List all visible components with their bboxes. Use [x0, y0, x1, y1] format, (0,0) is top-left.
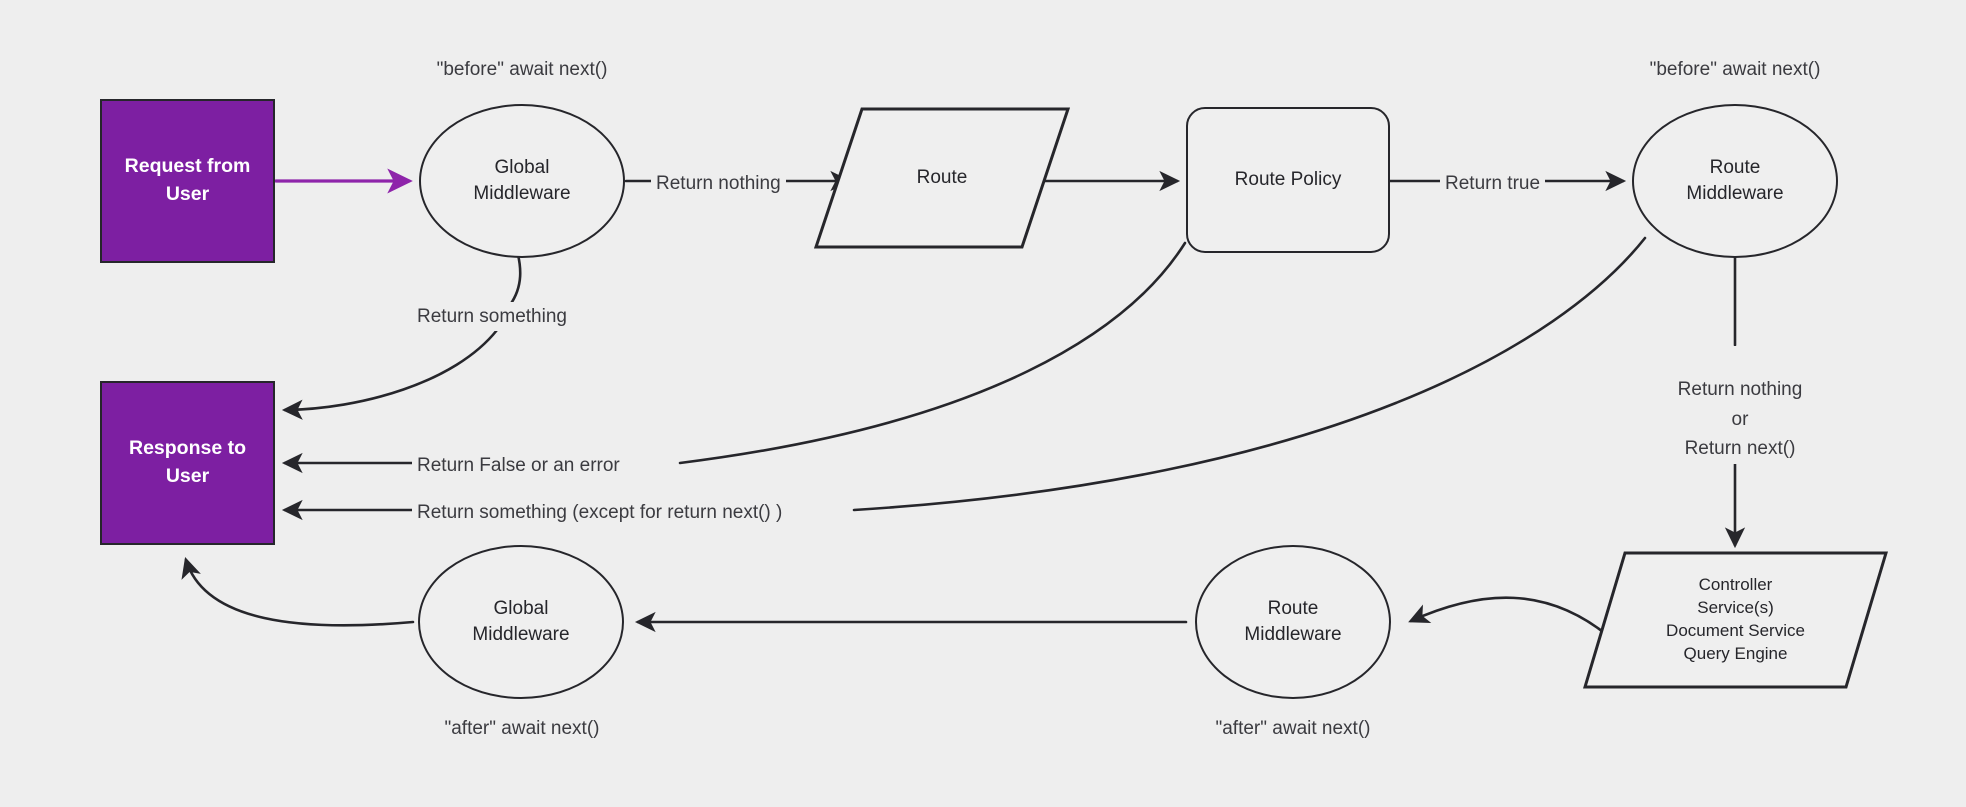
node-global-middleware-after[interactable]: Global Middleware	[418, 545, 624, 699]
controller-parallelogram-shape	[1583, 551, 1888, 689]
edge-label-return-nothing-text: Return nothing	[656, 173, 781, 194]
edge-label-return-true-text: Return true	[1445, 173, 1541, 194]
node-response-to-user[interactable]: Response to User	[100, 381, 275, 545]
node-route-label: Route	[916, 167, 968, 189]
node-request-from-user[interactable]: Request from User	[100, 99, 275, 263]
annotation-after-global-middleware: "after" await next()	[418, 718, 626, 740]
annotation-before-global-text: "before" await next()	[436, 59, 608, 80]
node-route-middleware-before-label: Route Middleware	[1686, 157, 1784, 204]
edge-label-return-something: Return something	[412, 302, 572, 332]
edge-label-return-something-text: Return something	[417, 306, 567, 327]
annotation-before-global-middleware: "before" await next()	[418, 59, 626, 81]
annotation-before-route-middleware: "before" await next()	[1631, 59, 1839, 81]
node-route[interactable]: Route	[814, 107, 1070, 249]
edge-label-return-nothing-or-next-text: Return nothing or Return next()	[1677, 379, 1803, 460]
annotation-after-route-mw-text: "after" await next()	[1215, 718, 1371, 739]
edge-label-return-false-or-error-text: Return False or an error	[417, 455, 620, 476]
node-request-from-user-label: Request from User	[124, 155, 251, 205]
edge-label-return-true: Return true	[1440, 169, 1546, 199]
node-global-middleware-after-label: Global Middleware	[472, 598, 570, 645]
edge-label-return-false-or-error: Return False or an error	[412, 451, 625, 481]
edge-label-return-something-except-text: Return something (except for return next…	[417, 502, 783, 523]
node-route-middleware-after-label: Route Middleware	[1244, 598, 1342, 645]
annotation-after-global-text: "after" await next()	[444, 718, 600, 739]
edge-controller-to-route-middleware-after	[1408, 596, 1615, 642]
node-global-middleware-before[interactable]: Global Middleware	[419, 104, 625, 258]
route-parallelogram-shape	[814, 107, 1070, 249]
node-response-to-user-label: Response to User	[128, 437, 247, 487]
node-route-policy[interactable]: Route Policy	[1186, 107, 1390, 253]
edge-route-policy-to-response	[678, 241, 1187, 465]
annotation-after-route-middleware: "after" await next()	[1189, 718, 1397, 740]
edge-label-return-nothing-or-next: Return nothing or Return next()	[1635, 346, 1845, 464]
node-route-middleware-after[interactable]: Route Middleware	[1195, 545, 1391, 699]
node-route-policy-label: Route Policy	[1234, 169, 1342, 191]
edge-return-something-to-response	[281, 328, 499, 420]
edge-global-middleware-after-to-response	[181, 557, 415, 627]
node-route-middleware-before[interactable]: Route Middleware	[1632, 104, 1838, 258]
node-controller-label: Controller Service(s) Document Service Q…	[1666, 575, 1805, 663]
edge-label-return-something-except: Return something (except for return next…	[412, 498, 788, 528]
edge-label-return-nothing: Return nothing	[651, 169, 786, 199]
node-controller[interactable]: Controller Service(s) Document Service Q…	[1583, 551, 1888, 689]
edge-route-middleware-to-response	[852, 236, 1647, 512]
annotation-before-route-mw-text: "before" await next()	[1649, 59, 1821, 80]
node-global-middleware-before-label: Global Middleware	[473, 157, 571, 204]
